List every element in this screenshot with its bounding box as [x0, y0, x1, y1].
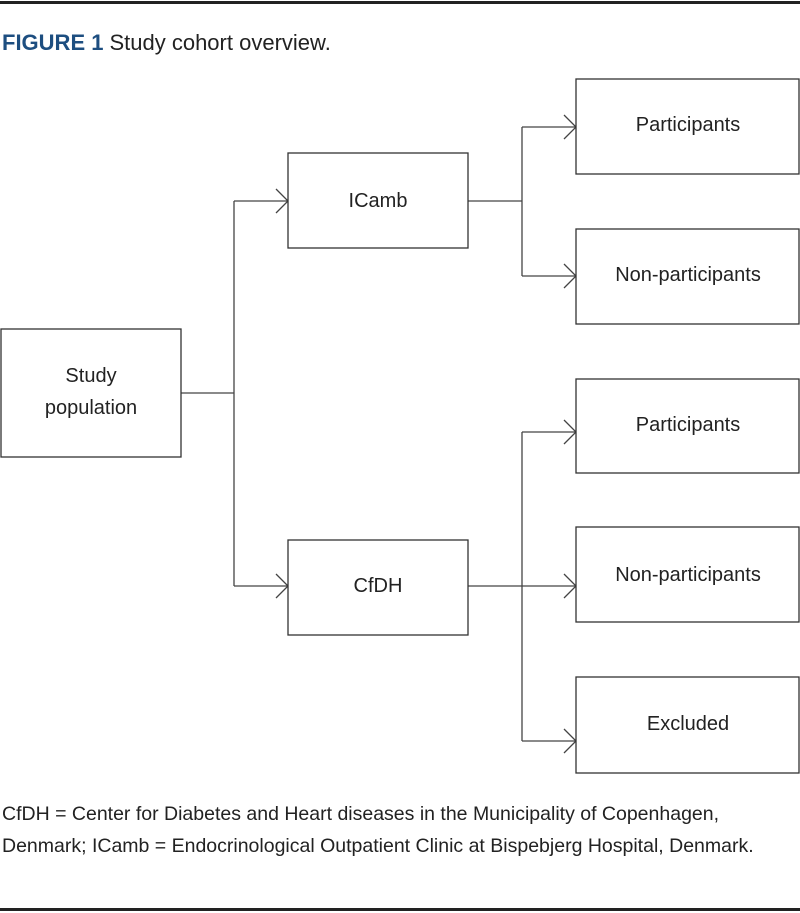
connectors	[181, 126, 576, 742]
node-icamb: ICamb	[287, 152, 469, 249]
figure-title-text: Study cohort overview.	[109, 30, 331, 55]
figure-caption: CfDH = Center for Diabetes and Heart dis…	[2, 803, 754, 857]
node-icamb-participants: Participants	[575, 78, 800, 175]
node-icamb-nonparticipants: Non-participants	[575, 228, 800, 325]
node-label: Non-participants	[615, 564, 761, 586]
figure-label: FIGURE 1	[2, 30, 104, 55]
node-cfdh-participants: Participants	[575, 378, 800, 474]
node-label: Study	[65, 365, 116, 387]
bottom-rule	[0, 908, 800, 911]
top-rule	[0, 1, 800, 4]
node-study-population: Study population	[0, 328, 182, 458]
node-label: ICamb	[349, 190, 408, 212]
node-cfdh-nonparticipants: Non-participants	[575, 526, 800, 623]
node-label: Participants	[636, 114, 741, 136]
node-label: Excluded	[647, 713, 729, 735]
node-cfdh: CfDH	[287, 539, 469, 636]
node-label: Participants	[636, 414, 741, 436]
node-label: Non-participants	[615, 264, 761, 286]
node-label: CfDH	[354, 575, 403, 597]
node-cfdh-excluded: Excluded	[575, 676, 800, 774]
node-label: population	[45, 397, 137, 419]
